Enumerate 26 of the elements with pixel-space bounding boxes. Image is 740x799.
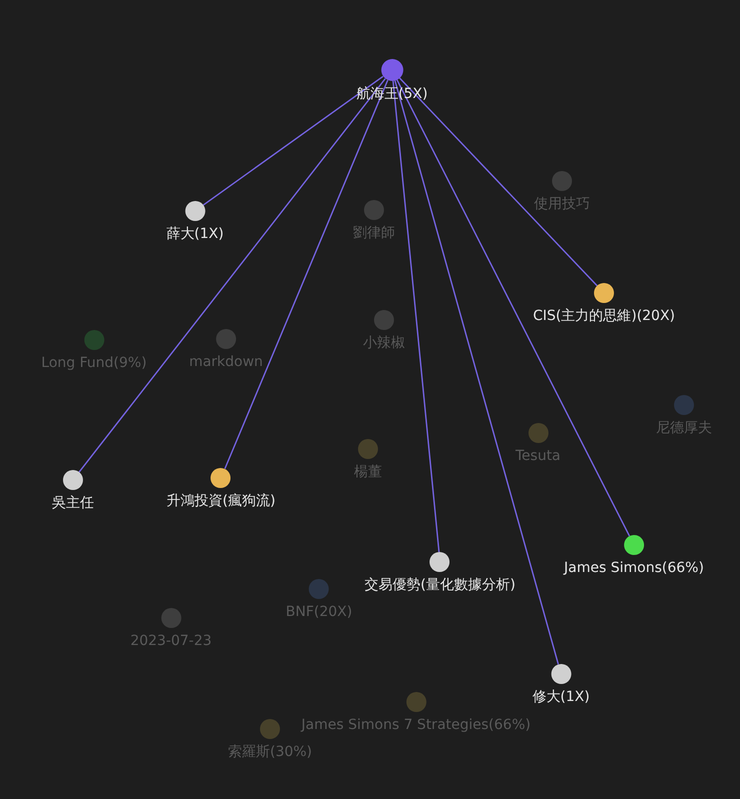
node-label: Tesuta — [515, 448, 561, 465]
connector-line — [202, 76, 384, 206]
connector-line — [78, 78, 386, 473]
node-label: Long Fund(9%) — [41, 355, 147, 372]
connector-line — [394, 80, 559, 665]
node-label: James Simons 7 Strategies(66%) — [301, 717, 531, 734]
node-label: 使用技巧 — [534, 196, 590, 213]
node-label: 索羅斯(30%) — [228, 744, 312, 761]
node-label: 吳主任 — [52, 495, 94, 512]
node-label: 小辣椒 — [363, 335, 405, 352]
node-label: CIS(主力的思維)(20X) — [532, 308, 676, 325]
connector-line — [392, 80, 440, 552]
node-label: 尼德厚夫 — [656, 420, 712, 437]
node-label: 升鴻投資(瘋狗流) — [166, 493, 276, 510]
node-label: 修大(1X) — [532, 689, 590, 706]
node-label: BNF(20X) — [286, 604, 352, 621]
node-label: 楊董 — [354, 464, 382, 481]
node-label: 劉律師 — [353, 225, 395, 242]
connector-line — [396, 79, 630, 536]
connector-line — [224, 80, 388, 470]
connector-line — [399, 77, 598, 286]
node-label: 交易優勢(量化數據分析) — [364, 577, 516, 594]
node-label: 2023-07-23 — [130, 633, 212, 650]
node-label: markdown — [189, 354, 263, 371]
node-label: James Simons(66%) — [564, 560, 704, 577]
node-label: 薛大(1X) — [166, 226, 224, 243]
